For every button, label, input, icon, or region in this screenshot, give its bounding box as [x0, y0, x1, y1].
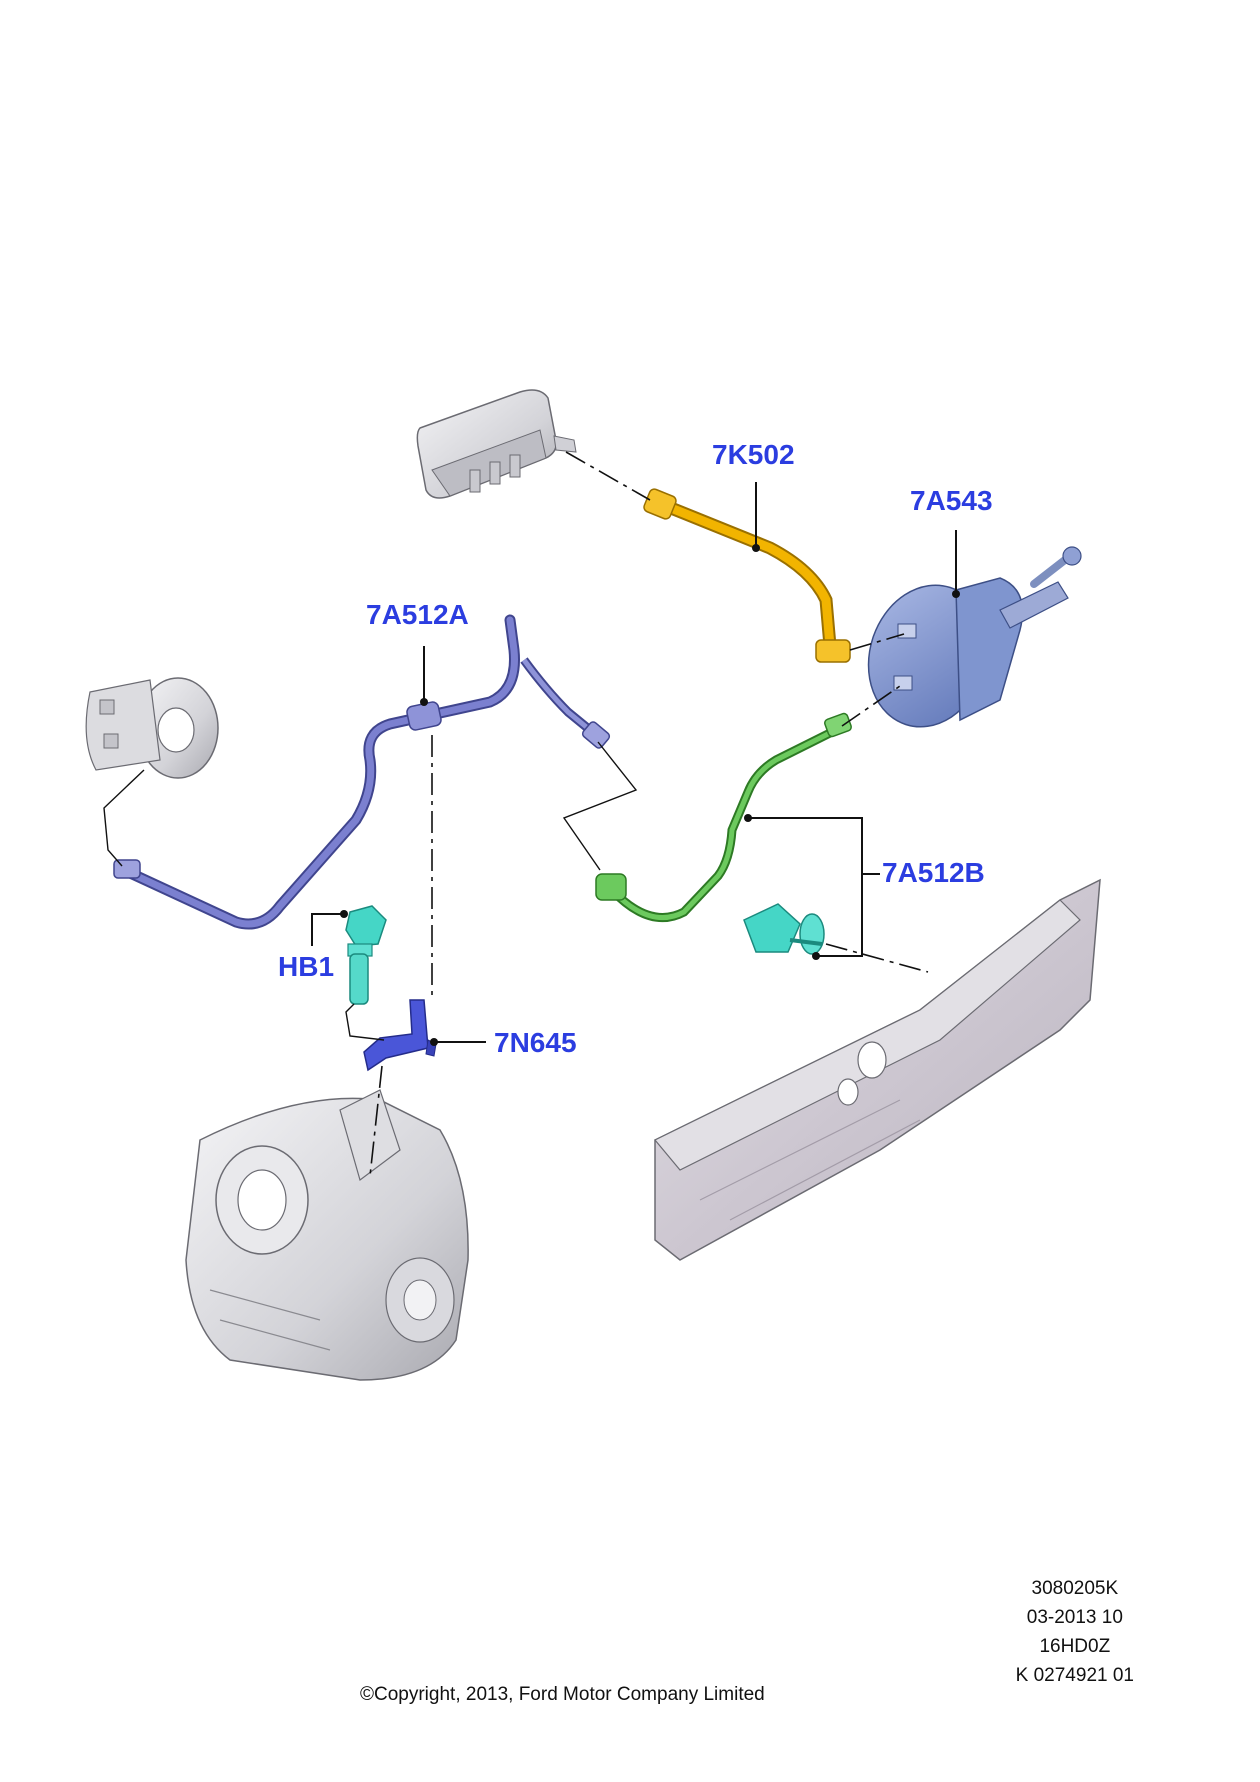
assembly-line-reservoir-pipe [565, 451, 651, 501]
assembly-line-transmission [369, 1065, 383, 1177]
part-label-hb1[interactable]: HB1 [278, 951, 334, 982]
transmission-case [185, 1089, 469, 1381]
assembly-line-green-cylinder [841, 685, 901, 727]
clutch-fluid-reservoir [416, 389, 577, 499]
part-label-7a512b[interactable]: 7A512B [882, 857, 985, 888]
leader-7a512b [750, 817, 880, 957]
model-code: 16HD0Z [1039, 1636, 1111, 1657]
concentric-slave-cylinder [85, 677, 219, 779]
clutch-pipe-7a512b [595, 712, 852, 923]
part-label-7n645[interactable]: 7N645 [494, 1027, 577, 1058]
body-side-member [654, 878, 1101, 1261]
connector-line-pipes [562, 741, 638, 871]
copyright-notice: ©Copyright, 2013, Ford Motor Company Lim… [360, 1684, 765, 1705]
reference-code: 3080205K [1031, 1578, 1119, 1599]
connector-line-slave [103, 769, 145, 867]
clutch-pipe-7k502 [643, 488, 851, 663]
pipe-clip [743, 903, 825, 955]
connector-line-bolt-bracket [345, 1003, 385, 1041]
assembly-line-pipe-cylinder [849, 633, 905, 651]
leader-hb1 [311, 913, 342, 946]
assembly-line-panel [825, 943, 929, 973]
bracket-7n645 [363, 999, 437, 1072]
clutch-pipe-7a512a [113, 614, 611, 930]
catalog-code: K 0274921 01 [1015, 1665, 1134, 1686]
clutch-master-cylinder-7a543 [867, 546, 1082, 728]
diagram-reference-block: 3080205K 03-2013 10 16HD0Z K 0274921 01 [1016, 1574, 1134, 1690]
part-label-7a512a[interactable]: 7A512A [366, 599, 469, 630]
date-code: 03-2013 10 [1026, 1607, 1123, 1628]
part-label-7a543[interactable]: 7A543 [910, 485, 993, 516]
part-label-7k502[interactable]: 7K502 [712, 439, 795, 470]
bolt-hb1 [345, 905, 387, 1005]
